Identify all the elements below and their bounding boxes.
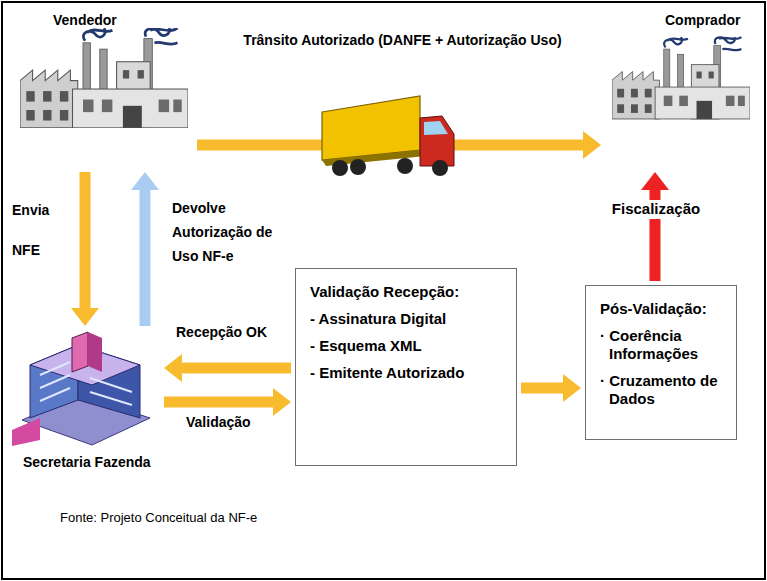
arrow-head	[131, 172, 159, 190]
arrow-head	[583, 131, 601, 159]
icon-node: Comprador	[605, 8, 755, 168]
edge-label: Trânsito Autorizado (DANFE + Autorização…	[200, 32, 605, 50]
arrow-head	[563, 374, 581, 402]
node-item: · Coerência Informações	[600, 327, 726, 363]
node-title: Pós-Validação:	[600, 300, 726, 318]
edge-label: Fiscalização	[600, 200, 712, 219]
edge-label: Validação	[186, 414, 291, 432]
node-item: · Cruzamento de Dados	[600, 372, 726, 408]
arrow-head	[641, 172, 669, 190]
process-box: Pós-Validação: · Coerência Informações · C…	[585, 285, 737, 440]
node-title: Vendedor	[53, 12, 193, 29]
icon-node: Secretaria Fazenda	[15, 330, 160, 475]
arrow-head	[273, 388, 291, 416]
building-icon	[12, 332, 150, 446]
flow-arrow	[71, 172, 99, 326]
arrow-shaft	[164, 397, 274, 408]
node-item: - Esquema XML	[310, 337, 506, 355]
edge-label: Recepção OK	[176, 324, 294, 342]
node-item: - Emitente Autorizado	[310, 364, 506, 382]
flow-arrow	[164, 388, 291, 416]
arrow-shaft	[140, 189, 151, 326]
edge-label: Envia NFE	[12, 190, 62, 270]
flow-arrow	[521, 374, 581, 402]
arrow-shaft	[181, 363, 291, 374]
truck-icon	[322, 96, 454, 176]
node-title: Secretaria Fazenda	[23, 454, 160, 471]
source-caption: Fonte: Projeto Conceitual da NF-e	[60, 510, 257, 525]
factory-icon	[612, 37, 750, 119]
flow-arrow	[641, 172, 669, 281]
factory-icon	[20, 28, 188, 128]
node-title: Comprador	[665, 12, 755, 29]
arrow-head	[71, 308, 99, 326]
node-item: - Assinatura Digital	[310, 310, 506, 328]
flow-arrow	[131, 172, 159, 326]
arrow-shaft	[521, 383, 564, 394]
node-title: Validação Recepção:	[310, 283, 506, 301]
edge-label: Devolve Autorização de Uso NF-e	[172, 196, 282, 268]
process-box: Validação Recepção: - Assinatura Digital -…	[295, 268, 517, 466]
flow-arrow	[164, 354, 291, 382]
arrow-shaft	[80, 172, 91, 309]
icon-node: Vendedor	[15, 8, 193, 168]
arrow-head	[164, 354, 182, 382]
